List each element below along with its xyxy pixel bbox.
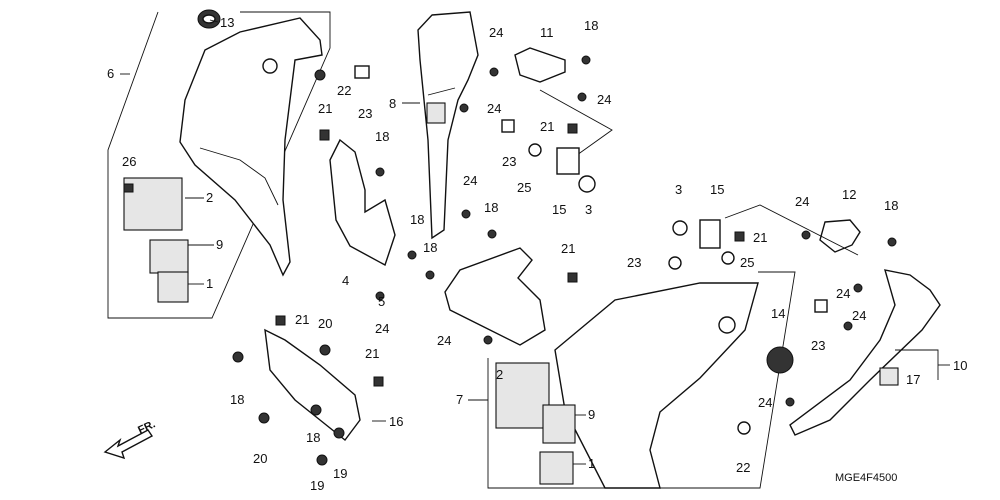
callout-4: 4 — [342, 273, 349, 288]
front-direction-arrow: FR. — [103, 418, 157, 460]
callout-18: 18 — [375, 129, 389, 144]
callout-18: 18 — [230, 392, 244, 407]
callout-10: 10 — [953, 358, 967, 373]
lower-cowl-assembly — [487, 271, 796, 489]
callout-6: 6 — [107, 66, 114, 81]
callout-24: 24 — [489, 25, 503, 40]
callout-24: 24 — [758, 395, 772, 410]
callout-11: 11 — [540, 25, 554, 40]
callout-18: 18 — [884, 198, 898, 213]
side-cover — [329, 138, 396, 267]
callout-21: 21 — [365, 346, 379, 361]
callout-21: 21 — [753, 230, 767, 245]
callout-25: 25 — [517, 180, 531, 195]
front-direction-label: FR. — [136, 418, 157, 436]
callout-7: 7 — [456, 392, 463, 407]
diagram-code: MGE4F4500 — [835, 472, 897, 484]
callout-18: 18 — [584, 18, 598, 33]
callout-24: 24 — [463, 173, 477, 188]
callout-24: 24 — [375, 321, 389, 336]
callout-18: 18 — [423, 240, 437, 255]
callout-16: 16 — [389, 414, 403, 429]
callout-18: 18 — [306, 430, 320, 445]
callout-18: 18 — [484, 200, 498, 215]
callout-21: 21 — [540, 119, 554, 134]
callout-24: 24 — [852, 308, 866, 323]
callout-18: 18 — [410, 212, 424, 227]
callout-3: 3 — [675, 182, 682, 197]
callout-22: 22 — [337, 83, 351, 98]
callout-23: 23 — [358, 106, 372, 121]
callout-5: 5 — [378, 294, 385, 309]
callout-24: 24 — [597, 92, 611, 107]
callout-24: 24 — [836, 286, 850, 301]
under-cover — [444, 247, 546, 346]
callout-13: 13 — [220, 15, 234, 30]
callout-20: 20 — [318, 316, 332, 331]
callout-3: 3 — [585, 202, 592, 217]
callout-21: 21 — [318, 101, 332, 116]
callout-14: 14 — [771, 306, 785, 321]
callout-26: 26 — [122, 154, 136, 169]
callout-24: 24 — [487, 101, 501, 116]
callout-23: 23 — [502, 154, 516, 169]
callout-19: 19 — [333, 466, 347, 481]
side-rail — [789, 269, 941, 436]
callout-2: 2 — [206, 190, 213, 205]
callout-2: 2 — [496, 367, 503, 382]
callout-9: 9 — [588, 407, 595, 422]
brackets — [514, 47, 861, 256]
callout-labels: 13 6 22 21 23 26 2 9 1 18 18 18 4 24 8 2… — [107, 15, 967, 493]
callout-21: 21 — [561, 241, 575, 256]
callout-15: 15 — [552, 202, 566, 217]
fasteners — [232, 55, 897, 466]
callout-1: 1 — [206, 276, 213, 291]
callout-20: 20 — [253, 451, 267, 466]
callout-23: 23 — [627, 255, 641, 270]
callout-21: 21 — [295, 312, 309, 327]
callout-9: 9 — [216, 237, 223, 252]
callout-15: 15 — [710, 182, 724, 197]
callout-1: 1 — [588, 456, 595, 471]
callout-12: 12 — [842, 187, 856, 202]
lower-inner-cover — [264, 328, 361, 441]
callout-24: 24 — [437, 333, 451, 348]
inner-cowl-assembly — [107, 9, 331, 319]
callout-24: 24 — [795, 194, 809, 209]
callout-17: 17 — [906, 372, 920, 387]
callout-22: 22 — [736, 460, 750, 475]
callout-8: 8 — [389, 96, 396, 111]
middle-cowl-panel — [417, 11, 479, 240]
callout-23: 23 — [811, 338, 825, 353]
callout-19: 19 — [310, 478, 324, 493]
leader-lines — [120, 19, 950, 465]
callout-25: 25 — [740, 255, 754, 270]
